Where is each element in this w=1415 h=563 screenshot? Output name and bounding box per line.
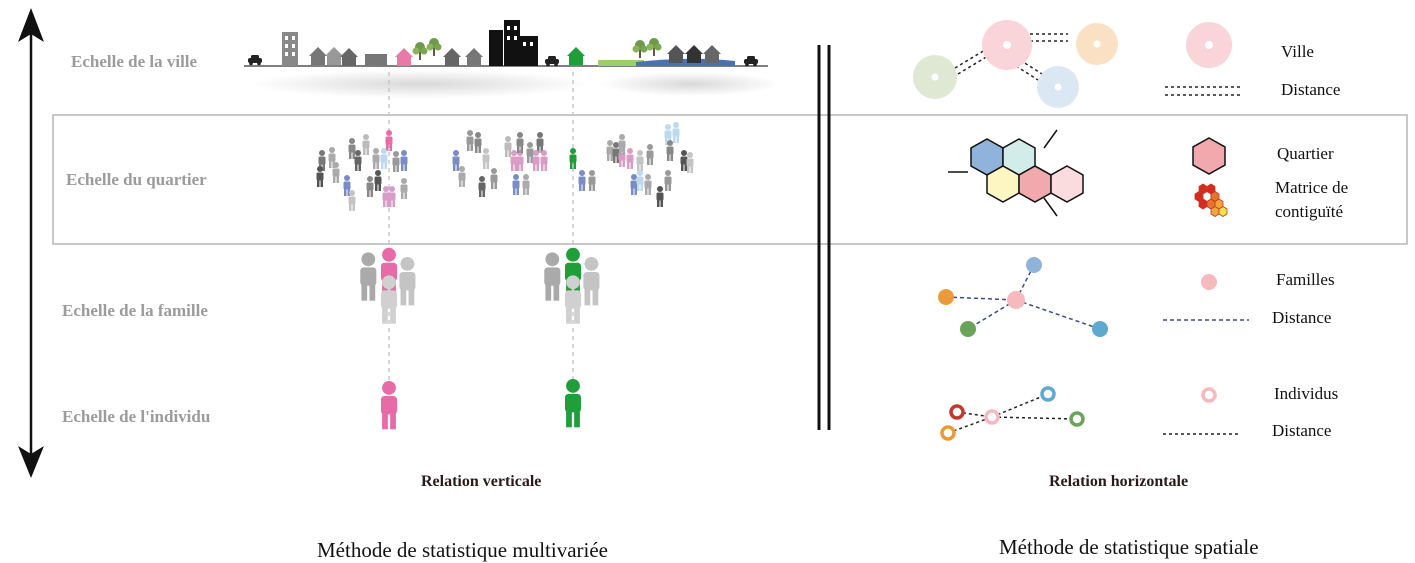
legend-family-distance: Distance [1272,308,1332,327]
method-multivariate-caption: Méthode de statistique multivariée [317,538,609,562]
legend-contiguity-line2: contiguïté [1275,202,1343,221]
city-skyline [244,20,780,98]
legend-city-distance: Distance [1281,80,1341,99]
vertical-relation-lines [388,72,574,395]
legend-district: Quartier [1277,144,1334,163]
legend-contiguity-line1: Matrice de [1275,178,1349,197]
family-legend-icons [1163,274,1249,321]
individual-network [940,386,1085,441]
scale-label-family: Echelle de la famille [62,301,208,320]
individual-legend-icons [1163,387,1240,435]
legend-individual-distance: Distance [1272,421,1332,440]
scale-arrow [18,8,44,478]
city-legend-icons [1165,22,1242,96]
city-network [913,20,1118,108]
relation-vertical-label: Relation verticale [421,473,542,490]
contiguity-matrix-icon [1194,183,1228,217]
family-group-2 [544,247,600,324]
district-crowd-1 [316,130,408,211]
individual-green [564,379,582,428]
district-crowd-2 [452,130,548,197]
legend-families: Familles [1276,270,1335,289]
scale-label-city: Echelle de la ville [71,52,198,71]
scale-label-individual: Echelle de l'individu [62,407,211,426]
family-group-1 [360,247,416,324]
district-band [52,114,1408,245]
district-crowd-3 [569,122,694,207]
relation-horizontal-label: Relation horizontale [1049,473,1189,490]
legend-city: Ville [1281,42,1314,61]
district-hexagons [948,129,1084,217]
district-legend-icon [1192,137,1226,175]
legend-individuals: Individus [1274,384,1339,403]
section-separator [817,45,831,430]
method-spatial-caption: Méthode de statistique spatiale [999,535,1259,559]
individual-pink [380,381,398,430]
scale-label-district: Echelle du quartier [66,170,207,189]
family-network [938,257,1108,337]
